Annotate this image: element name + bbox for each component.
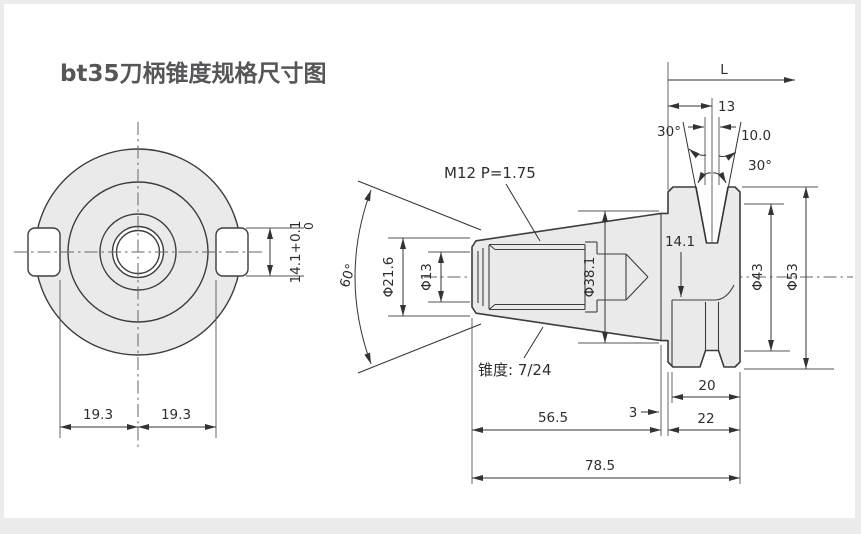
gauge-dia-value: Φ38.1 xyxy=(582,257,598,298)
dim-half-widths: 19.3 19.3 xyxy=(59,280,217,438)
slot-width-tolerance-lower: 0 xyxy=(302,222,316,230)
drill-point-line xyxy=(625,276,649,301)
groove-dia-value: Φ43 xyxy=(750,263,766,291)
leader-line xyxy=(523,326,544,359)
thread-callout: M12 P=1.75 xyxy=(444,164,541,242)
dim-slot-depth: 14.1 xyxy=(665,234,695,297)
dim-slot-center-offset: 13 xyxy=(668,98,735,243)
taper-length-value: 56.5 xyxy=(538,410,568,426)
groove-fillet-curve xyxy=(715,284,735,301)
taper-ratio-value: 锥度: 7/24 xyxy=(478,361,552,379)
drawing-title: bt35刀柄锥度规格尺寸图 xyxy=(60,60,326,87)
angle-leg-line xyxy=(357,180,482,231)
side-view: M12 P=1.75 60° Φ21.6 xyxy=(337,62,853,484)
thread-chamfer xyxy=(488,244,496,250)
dim-gauge-length: L xyxy=(667,62,795,190)
slot-width-value: 14.1+0.1 xyxy=(288,221,304,284)
dim-slot-width: 14.1+0.1 0 xyxy=(246,221,316,284)
angle-arc xyxy=(688,148,707,159)
total-length-value: 78.5 xyxy=(585,458,615,474)
angle-extension-line xyxy=(682,121,707,244)
groove-width-value: 20 xyxy=(698,378,715,394)
flange-width-value: 22 xyxy=(697,411,714,427)
angle-extension-line xyxy=(717,121,742,244)
half-width-right-value: 19.3 xyxy=(161,407,191,423)
dim-lengths: 20 22 56.5 3 78.5 xyxy=(471,318,741,484)
dim-groove-dia: Φ43 xyxy=(744,203,790,352)
drill-point-line xyxy=(625,253,649,278)
toolholder-body xyxy=(471,186,741,368)
bore-dia-value: Φ13 xyxy=(419,263,435,291)
slot-angle-right-value: 30° xyxy=(748,158,772,174)
angle-leg-line xyxy=(357,323,482,374)
dim-slot-opening: 10.0 xyxy=(688,117,771,185)
angle-arc xyxy=(354,189,372,365)
half-width-left-value: 19.3 xyxy=(83,407,113,423)
taper-ratio-callout: 锥度: 7/24 xyxy=(478,326,552,379)
dim-center-angle: 60° xyxy=(337,180,482,374)
front-view: 14.1+0.1 0 19.3 19.3 xyxy=(14,122,316,450)
small-end-dia-value: Φ21.6 xyxy=(381,257,397,298)
angle-arc xyxy=(712,171,727,184)
slot-depth-value: 14.1 xyxy=(665,234,695,250)
dim-gauge-dia: Φ38.1 xyxy=(578,210,659,344)
slot-center-offset-value: 13 xyxy=(718,99,735,115)
gauge-length-value: L xyxy=(720,62,728,78)
thread-chamfer xyxy=(488,304,496,310)
leader-line xyxy=(505,183,541,242)
dim-flange-dia: Φ53 xyxy=(742,186,834,370)
flange-dia-value: Φ53 xyxy=(785,263,801,291)
slot-opening-value: 10.0 xyxy=(741,128,771,144)
slot-angle-left-value: 30° xyxy=(657,124,681,140)
dim-bore-dia: Φ13 xyxy=(419,251,470,303)
center-angle-value: 60° xyxy=(337,262,360,290)
thread-spec-label: M12 P=1.75 xyxy=(444,164,536,182)
gauge-to-flange-gap-value: 3 xyxy=(629,405,638,421)
dim-slot-angles: 30° 30° xyxy=(657,121,772,244)
internal-bore xyxy=(477,241,649,313)
dim-small-end-dia: Φ21.6 xyxy=(381,237,470,317)
angle-arc xyxy=(697,171,712,184)
angle-arc xyxy=(718,151,737,161)
